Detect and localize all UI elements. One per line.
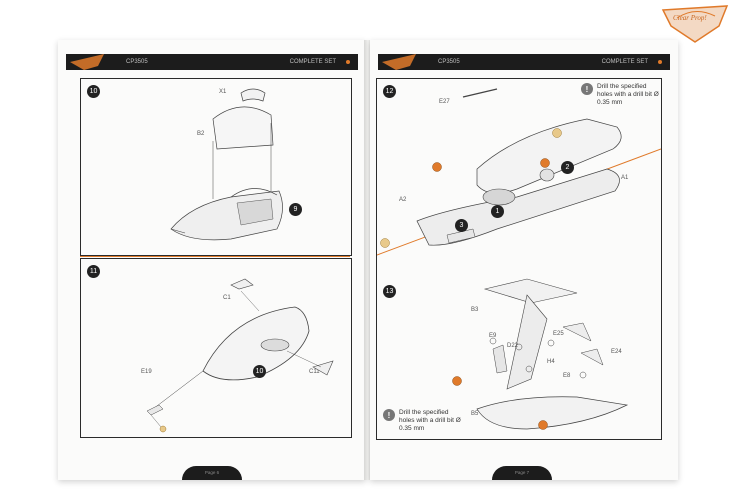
instruction-booklet: CP3505 COMPLETE SET 10 X1 B2 9 11 — [58, 40, 678, 480]
step-10-panel: 10 X1 B2 9 — [80, 78, 352, 256]
set-label: COMPLETE SET — [289, 59, 336, 65]
header-logo-icon — [70, 54, 104, 70]
part-label-a1: A1 — [621, 175, 629, 181]
drill-note: Drill the specified holes with a drill b… — [399, 409, 461, 432]
nose-cone-drawing — [146, 278, 334, 433]
booklet-spine — [364, 40, 372, 480]
header-dot-icon — [658, 60, 662, 64]
page-number-tab: Page 6 — [182, 466, 242, 480]
part-label-b5: B5 — [471, 411, 479, 417]
info-icon: ! — [581, 83, 593, 95]
step-number: 13 — [383, 285, 396, 298]
step-number: 12 — [383, 85, 396, 98]
cockpit-assembly-drawing — [170, 88, 283, 241]
part-label-e25: E25 — [553, 331, 564, 337]
part-label-x1: X1 — [219, 89, 227, 95]
page-number-tab: Page 7 — [492, 466, 552, 480]
fuselage-assembly-drawing — [377, 88, 661, 430]
header-dot-icon — [346, 60, 350, 64]
callout-1: 1 — [491, 205, 504, 218]
part-label-h4: H4 — [547, 359, 555, 365]
callout-10: 10 — [253, 365, 266, 378]
step-11-panel: 11 C1 C11 E19 10 — [80, 258, 352, 438]
part-label-e9: E9 — [489, 333, 497, 339]
info-icon: ! — [383, 409, 395, 421]
part-label-c11: C11 — [309, 369, 320, 375]
step-number: 11 — [87, 265, 100, 278]
step-number: 10 — [87, 85, 100, 98]
brand-logo-text: Clear Prop! — [673, 14, 707, 22]
callout-2: 2 — [561, 161, 574, 174]
brand-logo: Clear Prop! — [659, 4, 731, 44]
drill-note: Drill the specified holes with a drill b… — [597, 83, 659, 106]
callout-9: 9 — [289, 203, 302, 216]
callout-3: 3 — [455, 219, 468, 232]
part-label-e19: E19 — [141, 369, 152, 375]
set-label: COMPLETE SET — [601, 59, 648, 65]
part-label-c1: C1 — [223, 295, 231, 301]
right-page: CP3505 COMPLETE SET — [370, 40, 678, 480]
page-header: CP3505 COMPLETE SET — [66, 54, 358, 70]
part-label-b2: B2 — [197, 131, 205, 137]
page-header: CP3505 COMPLETE SET — [378, 54, 670, 70]
part-label-a2: A2 — [399, 197, 407, 203]
part-label-d22: D22 — [507, 343, 519, 349]
part-label-b3: B3 — [471, 307, 479, 313]
kit-code: CP3505 — [438, 59, 460, 65]
part-label-e24: E24 — [611, 349, 622, 355]
header-logo-icon — [382, 54, 416, 70]
step-12-13-panel: 12 E27 A2 A1 1 2 3 ! Drill the specified… — [376, 78, 662, 440]
part-label-e27: E27 — [439, 99, 450, 105]
kit-code: CP3505 — [126, 59, 148, 65]
step-divider — [80, 256, 350, 257]
part-label-e8: E8 — [563, 373, 571, 379]
left-page: CP3505 COMPLETE SET 10 X1 B2 9 11 — [58, 40, 366, 480]
